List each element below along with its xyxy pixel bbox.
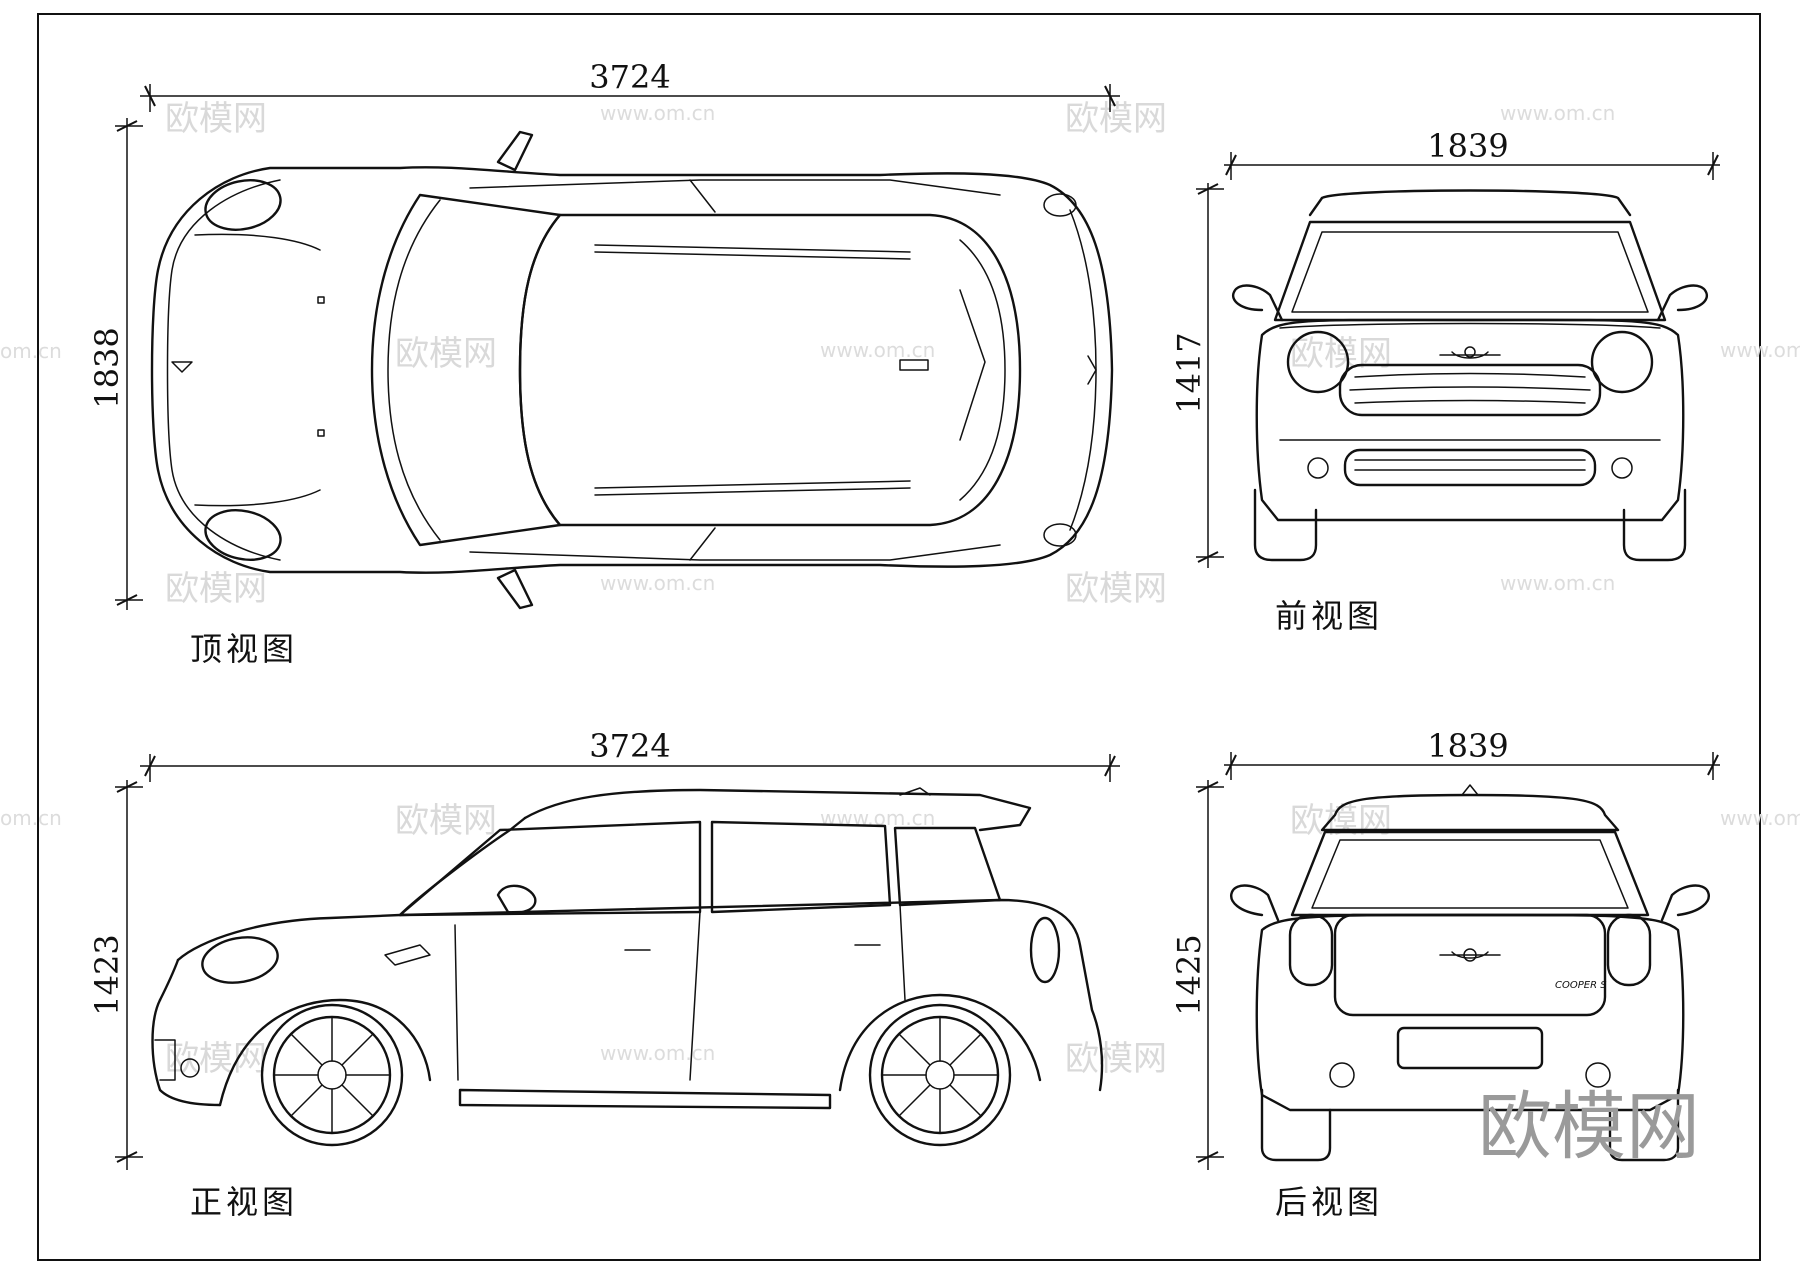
- watermark-brand: 欧模网: [395, 334, 497, 374]
- rear-view-width-dimension: 1839: [1427, 727, 1508, 765]
- cooper-s-badge: COOPER S: [1555, 980, 1607, 991]
- side-view-label: 正视图: [190, 1183, 298, 1221]
- watermark-url: www.om.cn: [820, 338, 935, 362]
- watermark-url: www.om.cn: [1500, 101, 1615, 125]
- watermark-brand: 欧模网: [165, 1039, 267, 1079]
- watermark-brand: 欧模网: [1065, 99, 1167, 139]
- side-view-height-dimension: 1423: [88, 934, 126, 1015]
- watermark-url: www.om.cn: [600, 1041, 715, 1065]
- watermark-brand: 欧模网: [1290, 334, 1392, 374]
- watermark-url: om.cn: [0, 806, 62, 830]
- front-view-height-dimension: 1417: [1170, 332, 1208, 413]
- watermark-url: www.om.cn: [1720, 338, 1800, 362]
- brand-watermark: 欧模网: [1478, 1084, 1700, 1170]
- sheet-frame: [37, 13, 1761, 1261]
- side-view-length-dimension: 3724: [589, 727, 670, 765]
- watermark-url: www.om.cn: [600, 571, 715, 595]
- watermark-brand: 欧模网: [1065, 569, 1167, 609]
- rear-view-label: 后视图: [1275, 1183, 1383, 1221]
- watermark-url: www.om.cn: [1720, 806, 1800, 830]
- side-view-drawing: [151, 787, 1104, 1147]
- top-view-drawing: [150, 130, 1114, 610]
- watermark-brand: 欧模网: [165, 569, 267, 609]
- watermark-brand: 欧模网: [395, 801, 497, 841]
- dimension-lines: [115, 84, 1720, 1170]
- watermark-brand: 欧模网: [165, 99, 267, 139]
- front-view-drawing: [1231, 189, 1709, 562]
- top-view-width-dimension: 1838: [88, 327, 126, 408]
- rear-view-height-dimension: 1425: [1170, 934, 1208, 1015]
- watermark-url: www.om.cn: [600, 101, 715, 125]
- watermark-brand: 欧模网: [1065, 1039, 1167, 1079]
- front-view-width-dimension: 1839: [1427, 127, 1508, 165]
- watermark-url: www.om.cn: [1500, 571, 1615, 595]
- top-view-length-dimension: 3724: [589, 58, 670, 96]
- rear-view-drawing: COOPER S: [1230, 784, 1710, 1162]
- watermark-url: om.cn: [0, 339, 62, 363]
- front-view-label: 前视图: [1275, 597, 1383, 635]
- top-view-label: 顶视图: [190, 630, 298, 668]
- watermarks: 欧模网 www.om.cn 欧模网 www.om.cn om.cn 欧模网 ww…: [0, 99, 1800, 1079]
